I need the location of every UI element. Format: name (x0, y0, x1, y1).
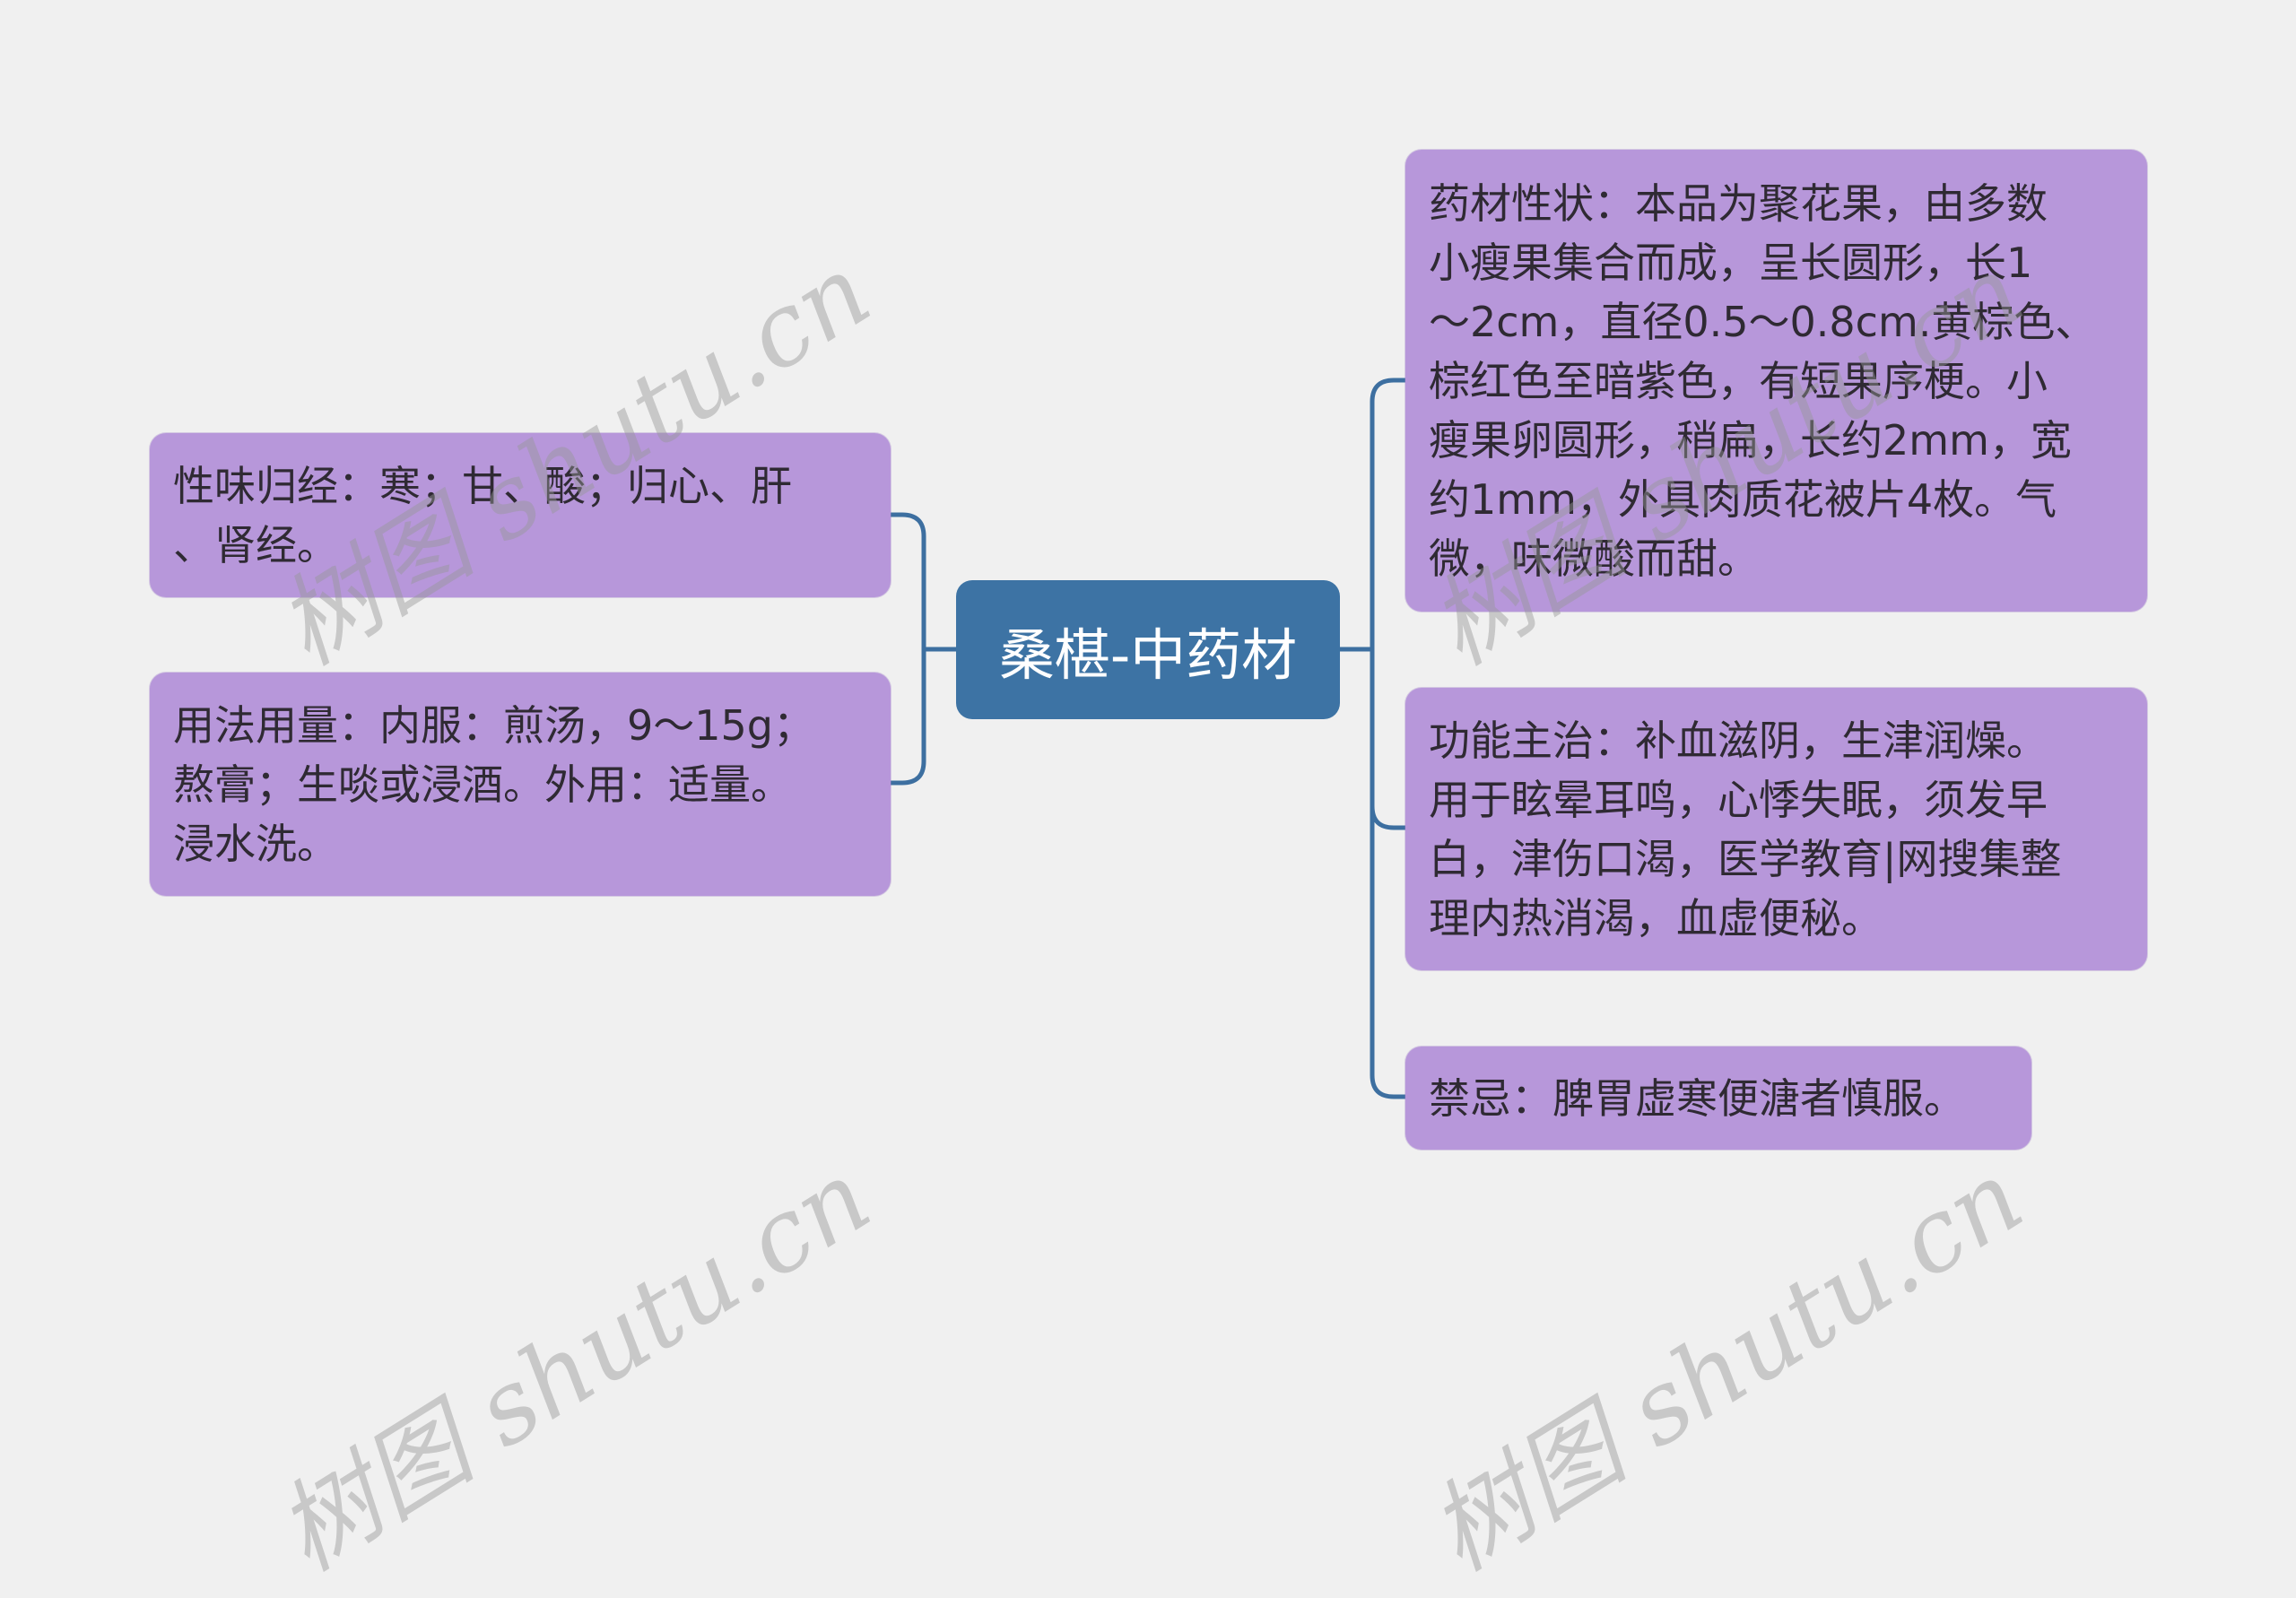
root-node-label: 桑椹-中药材 (998, 621, 1298, 688)
connector-right-branch-3 (1370, 647, 1408, 1099)
node-text-line: 微，味微酸而甜。 (1429, 534, 1759, 583)
root-node[interactable]: 桑椹-中药材 (956, 580, 1340, 719)
node-text-line: 小瘦果集合而成，呈长圆形，长1 (1429, 238, 2033, 287)
node-text-line: 、肾经。 (173, 520, 338, 569)
node-text-line: 熬膏；生啖或浸酒。外用：适量。 (173, 760, 792, 809)
connector-left-branch-1 (888, 512, 926, 652)
node-text-line: 浸水洗。 (173, 819, 338, 868)
branch-node-contraindications[interactable]: 禁忌：脾胃虚寒便溏者慎服。 (1405, 1047, 2031, 1150)
branch-node-characteristics[interactable]: 药材性状：本品为聚花果，由多数 小瘦果集合而成，呈长圆形，长1 ～2cm，直径0… (1405, 150, 2147, 612)
node-text-line: 禁忌：脾胃虚寒便溏者慎服。 (1429, 1073, 1965, 1123)
node-text-line: 用于眩晕耳鸣，心悸失眠，须发早 (1429, 775, 2048, 824)
node-text-line: ～2cm，直径0.5～0.8cm.黄棕色、 (1429, 297, 2097, 346)
connector-right-branch-2 (1370, 647, 1408, 830)
node-text-line: 约1mm，外具肉质花被片4枚。气 (1429, 474, 2057, 524)
branch-node-usage-dosage[interactable]: 用法用量：内服：煎汤，9～15g； 熬膏；生啖或浸酒。外用：适量。 浸水洗。 (150, 673, 891, 896)
node-text-line: 用法用量：内服：煎汤，9～15g； (173, 700, 814, 750)
node-text-line: 性味归经：寒；甘、酸；归心、肝 (173, 461, 792, 510)
branch-node-functions-indications[interactable]: 功能主治：补血滋阴，生津润燥。 用于眩晕耳鸣，心悸失眠，须发早 白，津伤口渴，医… (1405, 688, 2147, 970)
node-text-line: 功能主治：补血滋阴，生津润燥。 (1429, 716, 2048, 765)
branch-node-taste-meridian[interactable]: 性味归经：寒；甘、酸；归心、肝 、肾经。 (150, 433, 891, 597)
mind-map-canvas: 桑椹-中药材 性味归经：寒；甘、酸；归心、肝 、肾经。 用法用量：内服：煎汤，9… (150, 150, 2147, 1594)
node-text-line: 理内热消渴，血虚便秘。 (1429, 893, 1883, 942)
connector-left-branch-2 (888, 647, 926, 786)
connector-right-branch-1 (1370, 378, 1408, 652)
node-text-line: 棕红色至暗紫色，有短果序梗。小 (1429, 356, 2048, 405)
node-text-line: 药材性状：本品为聚花果，由多数 (1429, 178, 2048, 228)
node-text-line: 瘦果卵圆形，稍扁，长约2mm，宽 (1429, 415, 2072, 465)
node-text-line: 白，津伤口渴，医学教育|网搜集整 (1429, 834, 2062, 883)
connector-lines (888, 378, 1408, 1099)
